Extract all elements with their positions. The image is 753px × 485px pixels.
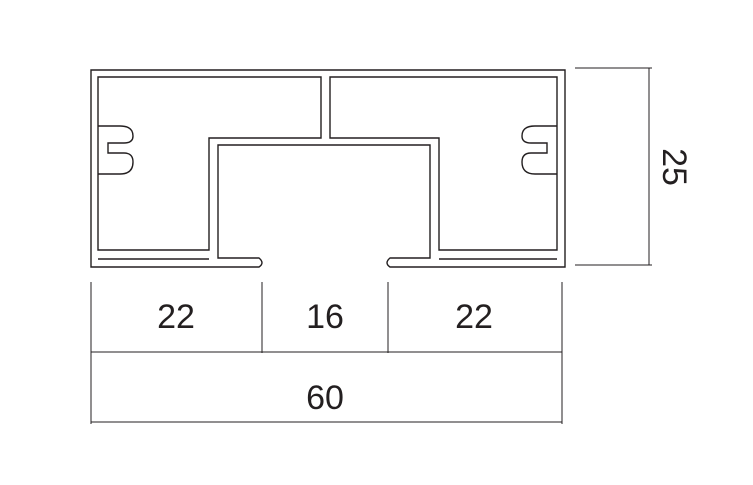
segment-middle-label: 16: [306, 298, 344, 336]
height-dimension-label: 25: [655, 148, 693, 186]
left-screw-slot: [98, 125, 134, 175]
right-screw-slot: [521, 125, 557, 175]
segment-dimensions: 22 16 22: [90, 282, 563, 353]
overall-width-label: 60: [306, 379, 344, 417]
profile-inner-contour-right: [329, 76, 558, 251]
overall-width-dimension: 60: [90, 352, 563, 424]
profile-outline: [90, 69, 566, 268]
height-dimension: 25: [575, 67, 693, 266]
segment-right-label: 22: [455, 298, 493, 336]
segment-left-label: 22: [157, 298, 195, 336]
profile-inner-contour: [97, 76, 322, 251]
profile-outer-contour: [90, 69, 566, 268]
